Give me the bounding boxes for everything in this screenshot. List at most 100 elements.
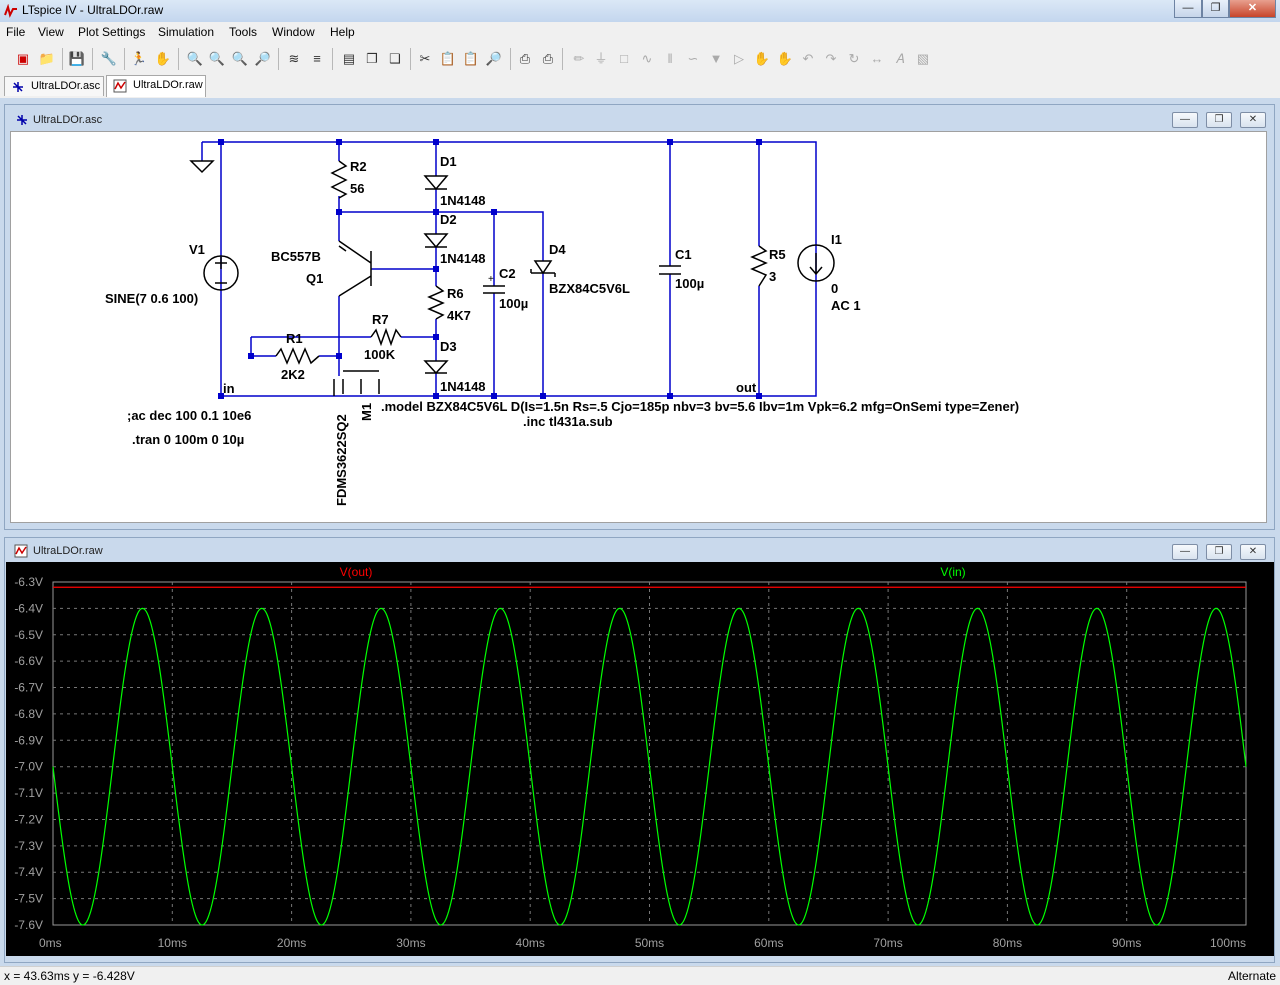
trace-legend: V(out)V(in) bbox=[340, 565, 966, 579]
tile-horizontal-icon[interactable]: ▤ bbox=[342, 51, 356, 66]
menu-file[interactable]: File bbox=[6, 25, 26, 39]
zoom-out-icon[interactable]: 🔍 bbox=[231, 51, 249, 66]
directive-inc: .inc tl431a.sub bbox=[523, 414, 613, 429]
run-icon[interactable]: 🏃 bbox=[130, 51, 148, 66]
schematic-icon bbox=[17, 115, 27, 125]
diode-icon[interactable]: ▼ bbox=[709, 51, 723, 66]
drag-icon[interactable]: ✋ bbox=[776, 51, 794, 66]
label-i1-value-ac: AC 1 bbox=[831, 298, 861, 313]
waveform-chart[interactable]: -6.3V-6.4V-6.5V-6.6V-6.7V-6.8V-6.9V-7.0V… bbox=[6, 562, 1274, 956]
label-r1: R1 bbox=[286, 331, 303, 346]
label-v1-value: SINE(7 0.6 100) bbox=[105, 291, 198, 306]
halt-icon[interactable]: ✋ bbox=[154, 51, 172, 66]
minimize-icon: — bbox=[1180, 546, 1190, 557]
schematic-drawing[interactable]: + R2 56 D1 1N4148 D2 1N4148 D4 BZX84C5V6… bbox=[11, 132, 1268, 524]
ltspice-app-icon bbox=[4, 4, 17, 18]
waveform-close-button[interactable]: ✕ bbox=[1240, 544, 1266, 560]
menu-help[interactable]: Help bbox=[330, 25, 355, 39]
autorange-icon[interactable]: ≋ bbox=[288, 51, 300, 66]
zoom-fit-icon[interactable]: 🔎 bbox=[254, 51, 272, 66]
draw-wire-icon[interactable]: ✏ bbox=[573, 51, 585, 66]
spice-directive-icon[interactable]: ▧ bbox=[916, 51, 930, 66]
tab-schematic[interactable]: UltraLDOr.asc bbox=[4, 76, 104, 96]
open-folder-icon[interactable]: 📁 bbox=[38, 51, 56, 66]
copy-icon[interactable]: 📋 bbox=[439, 51, 457, 66]
label-c1: C1 bbox=[675, 247, 692, 262]
text-icon[interactable]: 𝐴 bbox=[895, 51, 905, 66]
waveform-minimize-button[interactable]: — bbox=[1172, 544, 1198, 560]
move-icon[interactable]: ✋ bbox=[753, 51, 771, 66]
y-tick-label: -7.6V bbox=[14, 918, 43, 932]
label-c1-value: 100µ bbox=[675, 276, 704, 291]
tab-label: UltraLDOr.asc bbox=[31, 80, 101, 92]
directive-ac: ;ac dec 100 0.1 10e6 bbox=[127, 408, 251, 423]
label-d2-value: 1N4148 bbox=[440, 251, 486, 266]
cascade-icon[interactable]: ❐ bbox=[366, 51, 378, 66]
c2-polarity-mark: + bbox=[488, 274, 494, 285]
net-label-out: out bbox=[736, 380, 757, 395]
pan-icon[interactable]: 🔍 bbox=[208, 51, 226, 66]
undo-icon[interactable]: ↶ bbox=[802, 51, 814, 66]
new-schematic-icon[interactable]: ▣ bbox=[16, 51, 30, 66]
y-tick-label: -6.3V bbox=[14, 575, 43, 589]
find-icon[interactable]: 🔎 bbox=[485, 51, 503, 66]
schematic-minimize-button[interactable]: — bbox=[1172, 112, 1198, 128]
close-icon: ✕ bbox=[1248, 546, 1258, 557]
label-m1-model: FDMS3622SQ2 bbox=[334, 414, 349, 506]
capacitor-icon[interactable]: ‖ bbox=[667, 51, 673, 66]
y-tick-label: -7.2V bbox=[14, 812, 43, 826]
y-axis-tick-labels: -6.3V-6.4V-6.5V-6.6V-6.7V-6.8V-6.9V-7.0V… bbox=[14, 575, 43, 932]
waveform-restore-button[interactable]: ❐ bbox=[1206, 544, 1232, 560]
y-tick-label: -7.0V bbox=[14, 760, 43, 774]
menu-window[interactable]: Window bbox=[272, 25, 315, 39]
x-tick-label: 0ms bbox=[39, 936, 62, 950]
cut-icon[interactable]: ✂ bbox=[419, 51, 431, 66]
label-v1: V1 bbox=[189, 242, 205, 257]
waveform-icon bbox=[14, 544, 28, 558]
waveform-plot-pane[interactable]: -6.3V-6.4V-6.5V-6.6V-6.7V-6.8V-6.9V-7.0V… bbox=[6, 562, 1274, 956]
save-icon[interactable]: 💾 bbox=[68, 51, 86, 66]
close-button[interactable]: ✕ bbox=[1229, 0, 1276, 18]
tab-waveform[interactable]: UltraLDOr.raw bbox=[106, 75, 206, 97]
tile-vertical-icon[interactable]: ❑ bbox=[389, 51, 401, 66]
rotate-icon[interactable]: ↻ bbox=[848, 51, 860, 66]
ground-icon[interactable]: ⏚ bbox=[594, 51, 608, 66]
label-d3-value: 1N4148 bbox=[440, 379, 486, 394]
component-icon[interactable]: ▷ bbox=[734, 51, 744, 66]
resistor-icon[interactable]: ∿ bbox=[641, 51, 653, 66]
menu-simulation[interactable]: Simulation bbox=[158, 25, 215, 39]
label-r7-value: 100K bbox=[364, 347, 396, 362]
mirror-icon[interactable]: ↔ bbox=[870, 51, 884, 66]
mark-unref-icon[interactable]: ≡ bbox=[313, 51, 321, 66]
x-tick-label: 100ms bbox=[1210, 936, 1246, 950]
print-icon[interactable]: ⎙ bbox=[542, 51, 554, 66]
redo-icon[interactable]: ↷ bbox=[825, 51, 837, 66]
x-tick-label: 30ms bbox=[396, 936, 425, 950]
schematic-close-button[interactable]: ✕ bbox=[1240, 112, 1266, 128]
directive-model: .model BZX84C5V6L D(Is=1.5n Rs=.5 Cjo=18… bbox=[381, 399, 1019, 414]
menu-tools[interactable]: Tools bbox=[229, 25, 258, 39]
restore-button[interactable]: ❐ bbox=[1202, 0, 1229, 18]
paste-icon[interactable]: 📋 bbox=[462, 51, 480, 66]
y-tick-label: -7.1V bbox=[14, 786, 43, 800]
schematic-restore-button[interactable]: ❐ bbox=[1206, 112, 1232, 128]
label-c2: C2 bbox=[499, 266, 516, 281]
label-r1-value: 2K2 bbox=[281, 367, 305, 382]
label-i1: I1 bbox=[831, 232, 842, 247]
label-i1-value-dc: 0 bbox=[831, 281, 838, 296]
zoom-in-icon[interactable]: 🔍 bbox=[186, 51, 204, 66]
minimize-icon: — bbox=[1182, 2, 1194, 14]
title-bar: LTspice IV - UltraLDOr.raw — ❐ ✕ bbox=[0, 0, 1280, 22]
label-net-icon[interactable]: □ bbox=[620, 51, 628, 66]
schematic-canvas[interactable]: + R2 56 D1 1N4148 D2 1N4148 D4 BZX84C5V6… bbox=[10, 131, 1267, 523]
menu-bar: File View Plot Settings Simulation Tools… bbox=[0, 22, 1280, 42]
control-panel-icon[interactable]: 🔧 bbox=[100, 51, 118, 66]
menu-plot-settings[interactable]: Plot Settings bbox=[78, 25, 146, 39]
minimize-button[interactable]: — bbox=[1174, 0, 1202, 18]
menu-view[interactable]: View bbox=[38, 25, 64, 39]
inductor-icon[interactable]: ∽ bbox=[687, 51, 699, 66]
window-title: LTspice IV - UltraLDOr.raw bbox=[22, 3, 164, 17]
print-setup-icon[interactable]: ⎙ bbox=[519, 51, 531, 66]
x-tick-label: 70ms bbox=[873, 936, 902, 950]
